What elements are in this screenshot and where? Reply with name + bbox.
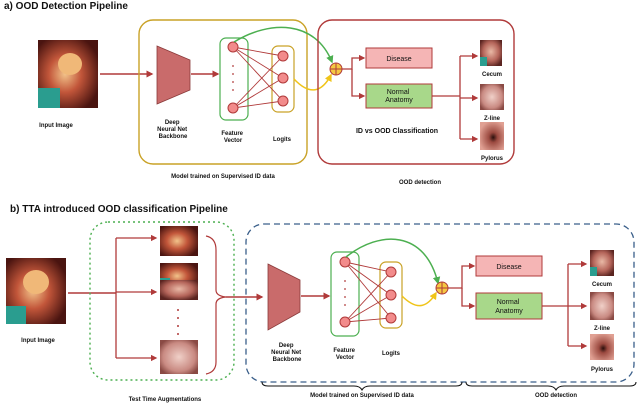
feature-nodes-b (339, 256, 351, 328)
panel-b-title: b) TTA introduced OOD classification Pip… (10, 204, 228, 215)
arrow-to-disease-b (448, 262, 476, 289)
model-brace-b (261, 381, 463, 392)
ood-box-a (317, 19, 515, 165)
tta-image-4-b (160, 340, 198, 374)
feature-vector-box-a (219, 37, 249, 121)
logit-nodes-b (385, 266, 397, 324)
logit-nodes-a (277, 50, 289, 107)
dashed-outer-box-b (245, 223, 635, 383)
ood-caption-a: OOD detection (399, 180, 441, 186)
combiner-b (435, 281, 449, 295)
normal-box-a (365, 83, 433, 109)
backbone-trapezoid-b (267, 263, 301, 331)
logits-label-a: Logits (273, 137, 292, 143)
class-image-cecum-a (480, 40, 502, 66)
classification-label-a: ID vs OOD Classification (356, 128, 438, 135)
class-label-cecum-a: Cecum (482, 72, 502, 78)
normal-box-b (475, 292, 543, 320)
feature-nodes-a (227, 41, 239, 114)
tta-brace-b (205, 235, 227, 375)
tta-caption-b: Test Time Augmentations (129, 397, 202, 403)
logits-label-b: Logits (382, 351, 401, 357)
yellow-arrow-a (293, 73, 332, 91)
combiner-a (329, 62, 343, 76)
input-image-b-label: Input Image (21, 338, 55, 344)
class-label-pylorus-a: Pylorus (481, 156, 504, 162)
feature-label-a: Feature Vector (221, 131, 244, 144)
model-caption-b: Model trained on Supervised ID data (310, 393, 414, 399)
disease-box-a (365, 47, 433, 69)
tta-image-3-b (160, 280, 198, 300)
green-arrow-a (233, 26, 334, 64)
class-image-pylorus-a (480, 122, 504, 150)
panel-a-title: a) OOD Detection Pipeline (4, 1, 128, 12)
tta-dots-b (177, 309, 179, 335)
class-image-pylorus-b (590, 334, 614, 360)
feature-label-b: Feature Vector (333, 348, 356, 361)
model-box-a (138, 19, 308, 165)
input-image-a-label: Input Image (39, 123, 73, 129)
green-arrow-b (345, 238, 441, 285)
normal-label-b: Normal Anatomy (495, 299, 523, 315)
arrow-to-normal-b (461, 288, 476, 310)
feature-vector-box-b (330, 251, 360, 337)
ood-brace-b (465, 381, 637, 392)
class-image-zline-b (590, 292, 614, 320)
class-label-zline-a: Z-line (484, 116, 501, 122)
ood-caption-b: OOD detection (535, 393, 577, 399)
tta-image-1-b (160, 226, 198, 256)
feature-dots-a (232, 65, 234, 91)
network-edges-b (344, 261, 392, 323)
class-label-cecum-b: Cecum (592, 282, 612, 288)
model-caption-a: Model trained on Supervised ID data (171, 174, 275, 180)
feature-dots-b (344, 280, 346, 306)
yellow-arrow-b (401, 291, 437, 307)
backbone-trapezoid-a (156, 45, 191, 105)
class-image-zline-a (480, 84, 504, 110)
normal-label-a: Normal Anatomy (385, 89, 413, 104)
class-label-pylorus-b: Pylorus (591, 367, 614, 373)
tta-box-b (89, 221, 235, 381)
disease-box-b (475, 255, 543, 277)
class-image-cecum-b (590, 250, 614, 276)
logits-box-b (379, 261, 403, 329)
backbone-label-b: Deep Neural Net Backbone (271, 343, 303, 363)
class-label-zline-b: Z-line (594, 326, 611, 332)
arrow-to-normal-a (351, 69, 366, 100)
input-image-a (38, 40, 98, 108)
input-image-b (6, 258, 66, 324)
backbone-label-a: Deep Neural Net Backbone (157, 120, 189, 140)
arrow-to-disease-a (342, 54, 366, 70)
network-edges-a (232, 46, 284, 109)
disease-label-a: Disease (386, 56, 411, 63)
disease-label-b: Disease (496, 264, 521, 271)
